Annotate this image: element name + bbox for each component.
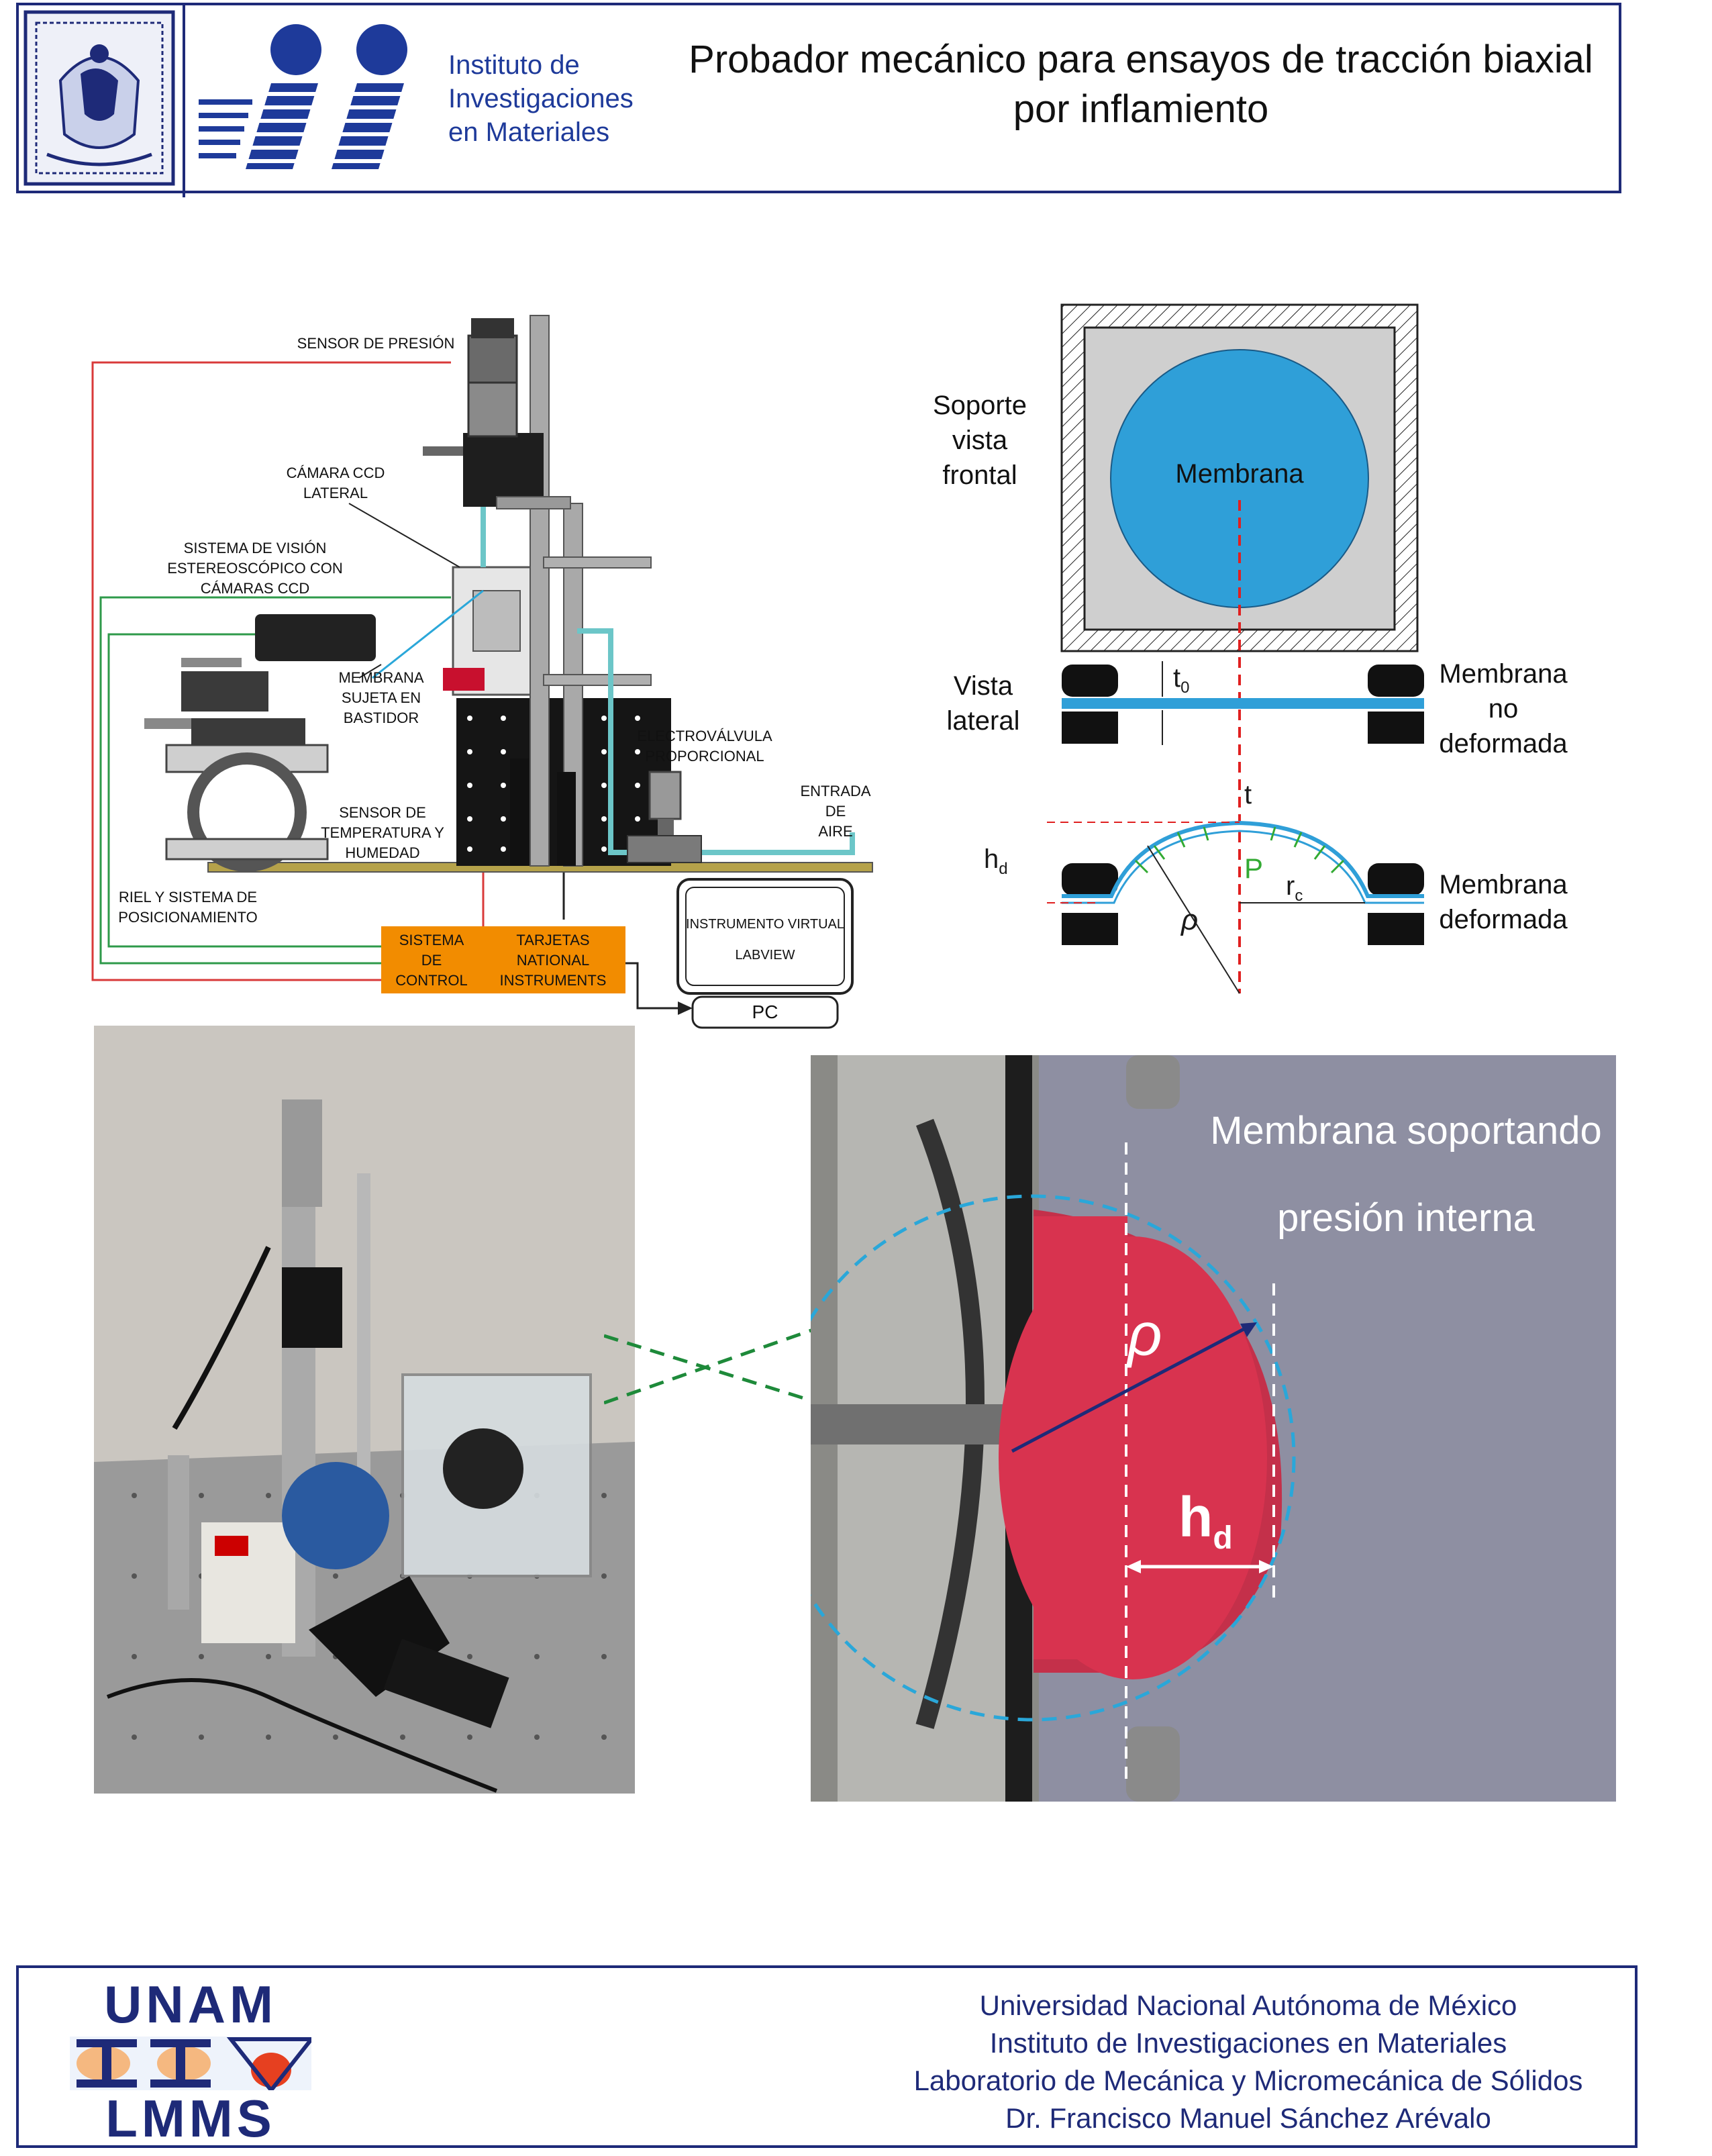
photo-label-hd-main: h: [1178, 1485, 1213, 1549]
label-control-2: DE: [421, 952, 442, 969]
label-rc-sub: c: [1295, 887, 1303, 905]
label-soporte-1: Soporte: [932, 391, 1027, 420]
unam-seal-logo: [23, 10, 175, 186]
footer-line3: Laboratorio de Mecánica y Micromecánica …: [913, 2065, 1583, 2096]
label-t0: t0: [1173, 663, 1189, 697]
label-membrana-no-deformada: Membrana no deformada: [1423, 656, 1584, 761]
label-hd-main: h: [984, 844, 999, 874]
label-membrana-3: BASTIDOR: [343, 709, 419, 726]
label-nodef-1: Membrana: [1439, 659, 1568, 689]
photo-caption-1: Membrana soportando: [1210, 1109, 1602, 1153]
footer-line1: Universidad Nacional Autónoma de México: [979, 1990, 1517, 2021]
label-temp-2: TEMPERATURA Y: [321, 824, 444, 841]
label-tarjetas-ni: TARJETAS NATIONAL INSTRUMENTS: [487, 930, 619, 991]
footer-text: Universidad Nacional Autónoma de México …: [832, 1987, 1664, 2137]
label-camara-ccd: CÁMARA CCD LATERAL: [268, 463, 403, 503]
label-vision-1: SISTEMA DE VISIÓN: [183, 540, 327, 556]
photo-membrane-closeup: [811, 1055, 1616, 1802]
label-camara-ccd-1: CÁMARA CCD: [286, 464, 385, 481]
label-soporte-vista-frontal: Soporte vista frontal: [913, 388, 1047, 493]
header-divider: [183, 3, 185, 197]
membrane-diagram: [1047, 303, 1424, 994]
title-line2: por inflamiento: [1013, 87, 1269, 131]
label-riel-1: RIEL Y SISTEMA DE: [118, 889, 258, 905]
label-sistema-vision: SISTEMA DE VISIÓN ESTEREOSCÓPICO CON CÁM…: [161, 538, 349, 599]
label-instrumento-virtual: INSTRUMENTO VIRTUAL LABVIEW: [678, 909, 852, 971]
label-soporte-2: vista: [952, 426, 1008, 455]
label-t0-sub: 0: [1180, 679, 1190, 697]
label-sensor-temperatura: SENSOR DE TEMPERATURA Y HUMEDAD: [309, 803, 456, 863]
footer-logo-unam: UNAM: [104, 1975, 277, 2034]
label-riel-2: POSICIONAMIENTO: [118, 909, 258, 926]
label-riel: RIEL Y SISTEMA DE POSICIONAMIENTO: [107, 887, 268, 928]
page-title: Probador mecánico para ensayos de tracci…: [671, 35, 1611, 134]
label-entrada-1: ENTRADA: [800, 783, 871, 799]
label-t: t: [1244, 780, 1252, 810]
label-membrana-1: MEMBRANA: [338, 669, 424, 686]
institute-line1: Instituto de: [448, 50, 580, 80]
label-membrana-front: Membrana: [1175, 459, 1304, 489]
label-entrada-3: AIRE: [818, 823, 853, 840]
label-vista-2: lateral: [946, 706, 1020, 736]
photo-label-rho: ρ: [1127, 1302, 1162, 1369]
label-rc-main: r: [1286, 871, 1295, 901]
label-instrumento-1: INSTRUMENTO VIRTUAL: [686, 917, 844, 932]
label-sensor-presion: SENSOR DE PRESIÓN: [297, 335, 455, 352]
label-vision-3: CÁMARAS CCD: [200, 580, 310, 597]
label-tarjetas-1: TARJETAS: [516, 932, 590, 948]
label-tarjetas-2: NATIONAL: [516, 952, 590, 969]
label-soporte-3: frontal: [942, 460, 1017, 490]
label-t0-main: t: [1173, 663, 1181, 693]
label-temp-1: SENSOR DE: [339, 804, 426, 821]
footer-line4: Dr. Francisco Manuel Sánchez Arévalo: [1005, 2102, 1491, 2134]
label-def-1: Membrana: [1439, 870, 1568, 899]
label-control-1: SISTEMA: [399, 932, 464, 948]
label-electro-1: ELECTROVÁLVULA: [637, 728, 772, 744]
footer-logo-graphic: [70, 2037, 311, 2090]
label-pc: PC: [752, 1001, 778, 1022]
title-line1: Probador mecánico para ensayos de tracci…: [689, 38, 1593, 81]
label-nodef-2: no: [1488, 694, 1519, 724]
label-rho: ρ: [1181, 903, 1199, 936]
label-electro-2: PROPORCIONAL: [645, 748, 764, 765]
label-electrovalvula: ELECTROVÁLVULA PROPORCIONAL: [624, 726, 785, 767]
label-rc: rc: [1286, 871, 1303, 905]
institute-name: Instituto de Investigaciones en Material…: [448, 48, 634, 149]
label-tarjetas-3: INSTRUMENTS: [499, 972, 607, 989]
label-hd-sub: d: [999, 860, 1008, 878]
photo-caption-2: presión interna: [1277, 1196, 1535, 1240]
photo-test-setup: [94, 1026, 635, 1794]
label-membrana-deformada: Membrana deformada: [1423, 867, 1584, 937]
photo-caption: Membrana soportando presión interna: [1195, 1087, 1617, 1262]
photo-label-hd: hd: [1178, 1485, 1233, 1557]
label-membrana-sujeta: MEMBRANA SUJETA EN BASTIDOR: [328, 668, 435, 728]
label-vista-lateral: Vista lateral: [926, 669, 1040, 738]
label-membrana-2: SUJETA EN: [341, 689, 421, 706]
label-vista-1: Vista: [953, 671, 1013, 701]
institute-line3: en Materiales: [448, 117, 610, 147]
label-camara-ccd-2: LATERAL: [303, 485, 368, 501]
label-entrada-aire: ENTRADA DE AIRE: [792, 781, 879, 842]
label-hd: hd: [984, 844, 1008, 879]
label-p: P: [1244, 852, 1264, 884]
label-sistema-control: SISTEMA DE CONTROL: [381, 930, 482, 991]
label-nodef-3: deformada: [1439, 729, 1568, 758]
institute-line2: Investigaciones: [448, 84, 634, 113]
label-instrumento-2: LABVIEW: [735, 948, 795, 963]
label-temp-3: HUMEDAD: [345, 844, 420, 861]
label-entrada-2: DE: [825, 803, 846, 820]
label-vision-2: ESTEREOSCÓPICO CON: [167, 560, 343, 577]
footer-line2: Instituto de Investigaciones en Material…: [989, 2027, 1507, 2059]
photo-label-hd-sub: d: [1213, 1520, 1233, 1556]
header-frame: [16, 3, 1621, 193]
label-def-2: deformada: [1439, 905, 1568, 934]
label-control-3: CONTROL: [395, 972, 468, 989]
footer-logo-lmms: LMMS: [105, 2089, 276, 2148]
footer-frame: [16, 1965, 1638, 2148]
iim-logo: [192, 24, 440, 169]
test-rig-schematic: [91, 315, 873, 1029]
